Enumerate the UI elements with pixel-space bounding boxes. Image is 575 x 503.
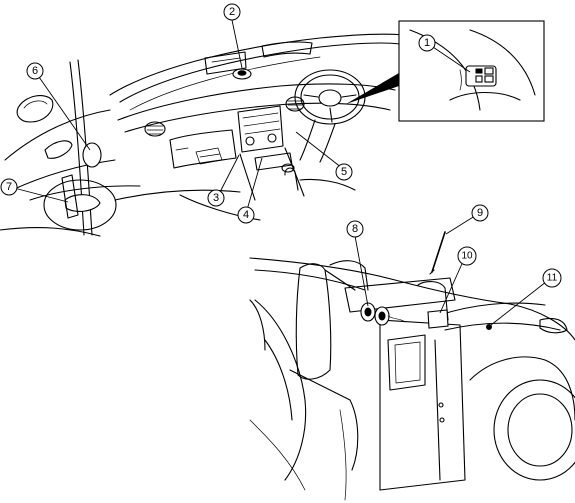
callout-2-label: 2: [229, 6, 235, 18]
callout-7: 7: [0, 178, 18, 196]
antenna-icon: [431, 231, 446, 273]
callout-11-label: 11: [547, 273, 558, 284]
callout-4: 4: [237, 206, 255, 224]
callout-4-label: 4: [243, 209, 249, 221]
door-speaker-icon: [43, 179, 117, 231]
leader-lines: [13, 19, 552, 326]
left-vent-icon: [144, 121, 166, 137]
tweeter-icon: [82, 142, 102, 168]
callout-5: 5: [335, 163, 353, 181]
callout-10-label: 10: [461, 251, 473, 262]
callout-3: 3: [207, 189, 225, 207]
callout-9: 9: [471, 204, 489, 222]
callout-1: 1: [418, 34, 436, 52]
callout-8-label: 8: [352, 223, 358, 235]
callout-6-label: 6: [32, 65, 38, 77]
rear-convertible-view: [249, 231, 575, 501]
callout-2: 2: [223, 3, 241, 21]
callout-8: 8: [346, 220, 364, 238]
callout-11: 11: [542, 268, 562, 288]
callout-3-label: 3: [213, 192, 219, 204]
audio-unit-icon: [237, 105, 284, 153]
interior-dashboard-view: [0, 33, 416, 237]
steering-switch-inset: [398, 20, 545, 122]
callout-6: 6: [26, 62, 44, 80]
callout-1-label: 1: [424, 37, 430, 49]
callout-5-label: 5: [341, 166, 347, 178]
callout-9-label: 9: [477, 207, 483, 219]
callout-10: 10: [457, 246, 477, 266]
inset-pointer: [346, 73, 399, 104]
amplifier-icon: [427, 309, 449, 329]
callout-7-label: 7: [6, 181, 12, 193]
